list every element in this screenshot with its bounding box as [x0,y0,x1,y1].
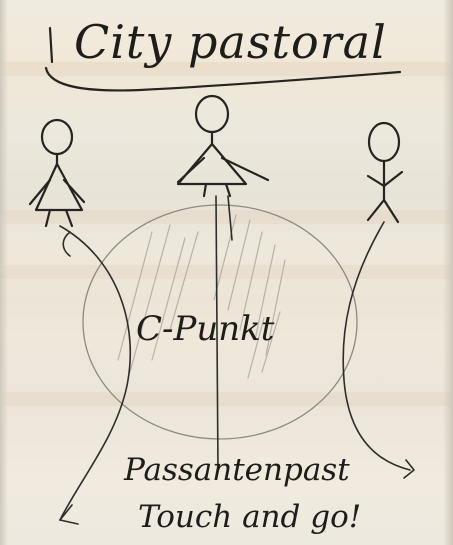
left-figure [30,120,84,226]
right-path-curve [343,222,410,470]
title-text: City pastoral [74,15,387,69]
title-bar-mark [50,28,52,62]
middle-figure [178,96,268,196]
center-label: C-Punkt [136,309,275,349]
right-figure [368,123,402,222]
left-path-start [63,232,70,256]
left-path-curve [60,226,130,520]
bottom-line-2: Touch and go! [138,499,361,535]
circle-hatching [118,215,285,378]
title-underline [46,68,400,90]
bottom-line-1: Passantenpast [123,452,350,488]
middle-path-tick [228,196,232,240]
